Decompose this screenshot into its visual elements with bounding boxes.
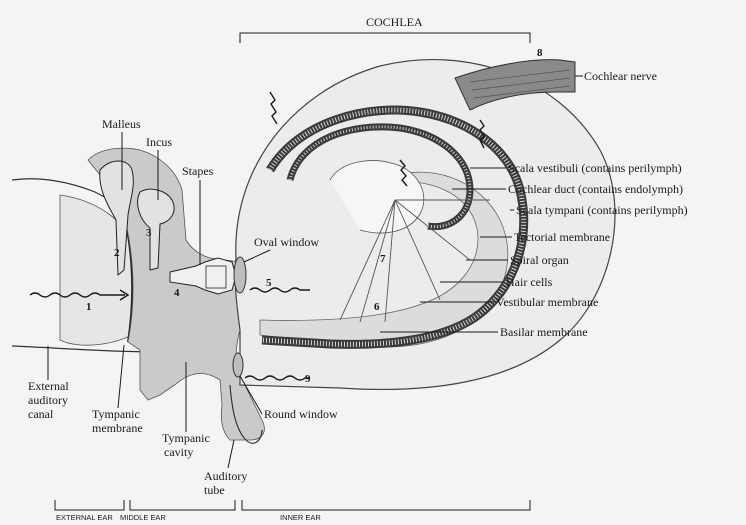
cochlea-bracket bbox=[240, 33, 530, 43]
scala-vestibuli-label: Scala vestibuli (contains perilymph) bbox=[508, 161, 682, 175]
incus-label: Incus bbox=[146, 135, 172, 149]
tympanic-membrane-leader bbox=[118, 345, 124, 408]
round-window-shape bbox=[233, 353, 243, 377]
label-number-9: 9 bbox=[305, 373, 311, 385]
label-number-8: 8 bbox=[537, 47, 543, 59]
label-number-7: 7 bbox=[380, 253, 386, 265]
label-number-5: 5 bbox=[266, 277, 272, 289]
spiral-organ-label: Spiral organ bbox=[510, 253, 569, 267]
hair-cells-label: Hair cells bbox=[506, 275, 553, 289]
label-number-1: 1 bbox=[86, 301, 92, 313]
tympanic-membrane-label-1: Tympanic bbox=[92, 407, 140, 421]
scala-tympani-label: Scala tympani (contains perilymph) bbox=[516, 203, 688, 217]
vestibular-membrane-label: Vestibular membrane bbox=[496, 295, 598, 309]
middle-ear-caption: MIDDLE EAR bbox=[120, 513, 166, 522]
tympanic-membrane-label-2: membrane bbox=[92, 421, 143, 435]
label-number-4: 4 bbox=[174, 287, 180, 299]
label-number-6: 6 bbox=[374, 301, 380, 313]
auditory-tube-leader bbox=[228, 440, 234, 468]
middle-ear-bracket bbox=[130, 500, 235, 510]
external-canal-label-3: canal bbox=[28, 407, 54, 421]
external-ear-bracket bbox=[55, 500, 124, 510]
round-window-label: Round window bbox=[264, 407, 338, 421]
label-number-3: 3 bbox=[146, 227, 152, 239]
label-number-2: 2 bbox=[114, 247, 120, 259]
auditory-tube-label-1: Auditory bbox=[204, 469, 247, 483]
tympanic-cavity-label-2: cavity bbox=[164, 445, 193, 459]
cochlear-duct-label: Cochlear duct (contains endolymph) bbox=[508, 182, 683, 196]
malleus-label: Malleus bbox=[102, 117, 141, 131]
external-ear-caption: EXTERNAL EAR bbox=[56, 513, 113, 522]
external-canal-label-1: External bbox=[28, 379, 69, 393]
external-canal-label-2: auditory bbox=[28, 393, 68, 407]
auditory-tube-label-2: tube bbox=[204, 483, 225, 497]
inner-ear-bracket bbox=[242, 500, 530, 510]
oval-window-label: Oval window bbox=[254, 235, 319, 249]
stapes-label: Stapes bbox=[182, 164, 214, 178]
cochlear-nerve-label: Cochlear nerve bbox=[584, 69, 657, 83]
sound-wave-top-left bbox=[270, 92, 277, 124]
tectorial-membrane-label: Tectorial membrane bbox=[514, 230, 610, 244]
basilar-membrane-label: Basilar membrane bbox=[500, 325, 588, 339]
inner-ear-caption: INNER EAR bbox=[280, 513, 321, 522]
tympanic-cavity-label-1: Tympanic bbox=[162, 431, 210, 445]
cochlea-title: COCHLEA bbox=[366, 15, 423, 29]
